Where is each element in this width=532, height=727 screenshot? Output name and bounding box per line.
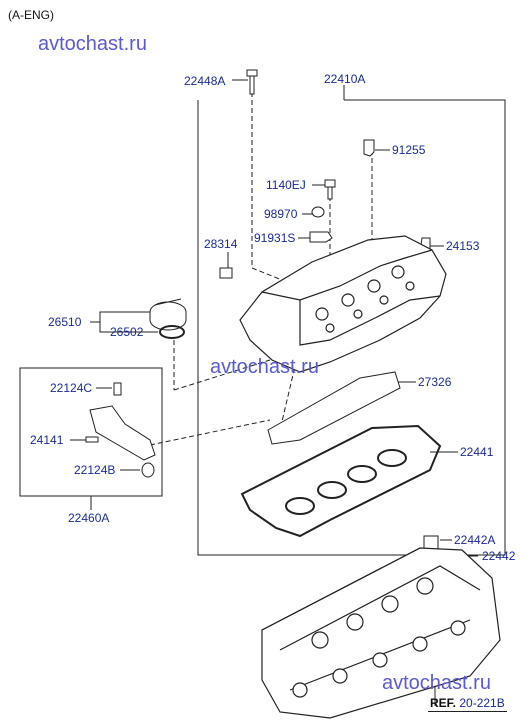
part-label-98970[interactable]: 98970 xyxy=(264,207,298,221)
cover-gasket-22441 xyxy=(240,424,442,538)
part-label-22442A[interactable]: 22442A xyxy=(454,533,496,547)
part-label-26510[interactable]: 26510 xyxy=(48,315,82,329)
cover-group-frame xyxy=(197,99,506,556)
plug-28314 xyxy=(219,267,233,279)
dash-cap-2 xyxy=(173,359,271,391)
part-label-24141[interactable]: 24141 xyxy=(30,433,64,447)
reference-link[interactable]: REF. 20-221B xyxy=(428,696,507,712)
baffle-plate-27326 xyxy=(267,371,401,445)
part-label-22441[interactable]: 22441 xyxy=(460,445,494,459)
watermark-bottom: avtochast.ru xyxy=(382,672,491,694)
watermark-middle: avtochast.ru xyxy=(210,356,319,378)
part-label-91931S[interactable]: 91931S xyxy=(254,231,296,245)
dash-gasket xyxy=(279,344,301,431)
part-label-24153[interactable]: 24153 xyxy=(446,239,480,253)
bracket-assembly xyxy=(85,382,156,478)
bolt-22448A xyxy=(246,69,258,95)
cap-gasket xyxy=(159,325,185,339)
reference-prefix: REF. xyxy=(430,696,457,710)
cylinder-head-cover xyxy=(239,235,447,373)
part-label-22448A[interactable]: 22448A xyxy=(184,74,226,88)
part-label-22442[interactable]: 22442 xyxy=(482,549,516,563)
bolt-1140EJ xyxy=(324,179,336,200)
part-label-1140EJ[interactable]: 1140EJ xyxy=(266,178,306,192)
oil-filler-cap xyxy=(149,298,187,331)
leader-26502 xyxy=(90,321,158,333)
part-label-22124C[interactable]: 22124C xyxy=(50,381,93,395)
watermark-top: avtochast.ru xyxy=(38,33,147,55)
part-label-22460A[interactable]: 22460A xyxy=(68,511,110,525)
part-label-27326[interactable]: 27326 xyxy=(418,375,452,389)
cylinder-head xyxy=(261,547,501,719)
reference-number: 20-221B xyxy=(459,696,505,710)
engine-variant-label: (A-ENG) xyxy=(8,8,54,22)
bracket-91255 xyxy=(363,139,375,157)
part-label-22124B[interactable]: 22124B xyxy=(74,463,116,477)
part-label-28314[interactable]: 28314 xyxy=(204,237,238,251)
part-label-91255[interactable]: 91255 xyxy=(392,143,426,157)
grommet-98970 xyxy=(311,206,325,218)
leader-26510-cap xyxy=(99,311,150,322)
clip-91931S xyxy=(309,231,333,243)
dash-bracket xyxy=(149,419,271,446)
part-label-26502[interactable]: 26502 xyxy=(110,325,144,339)
dash-bolt-2 xyxy=(251,267,283,281)
part-label-22410A[interactable]: 22410A xyxy=(324,72,366,86)
